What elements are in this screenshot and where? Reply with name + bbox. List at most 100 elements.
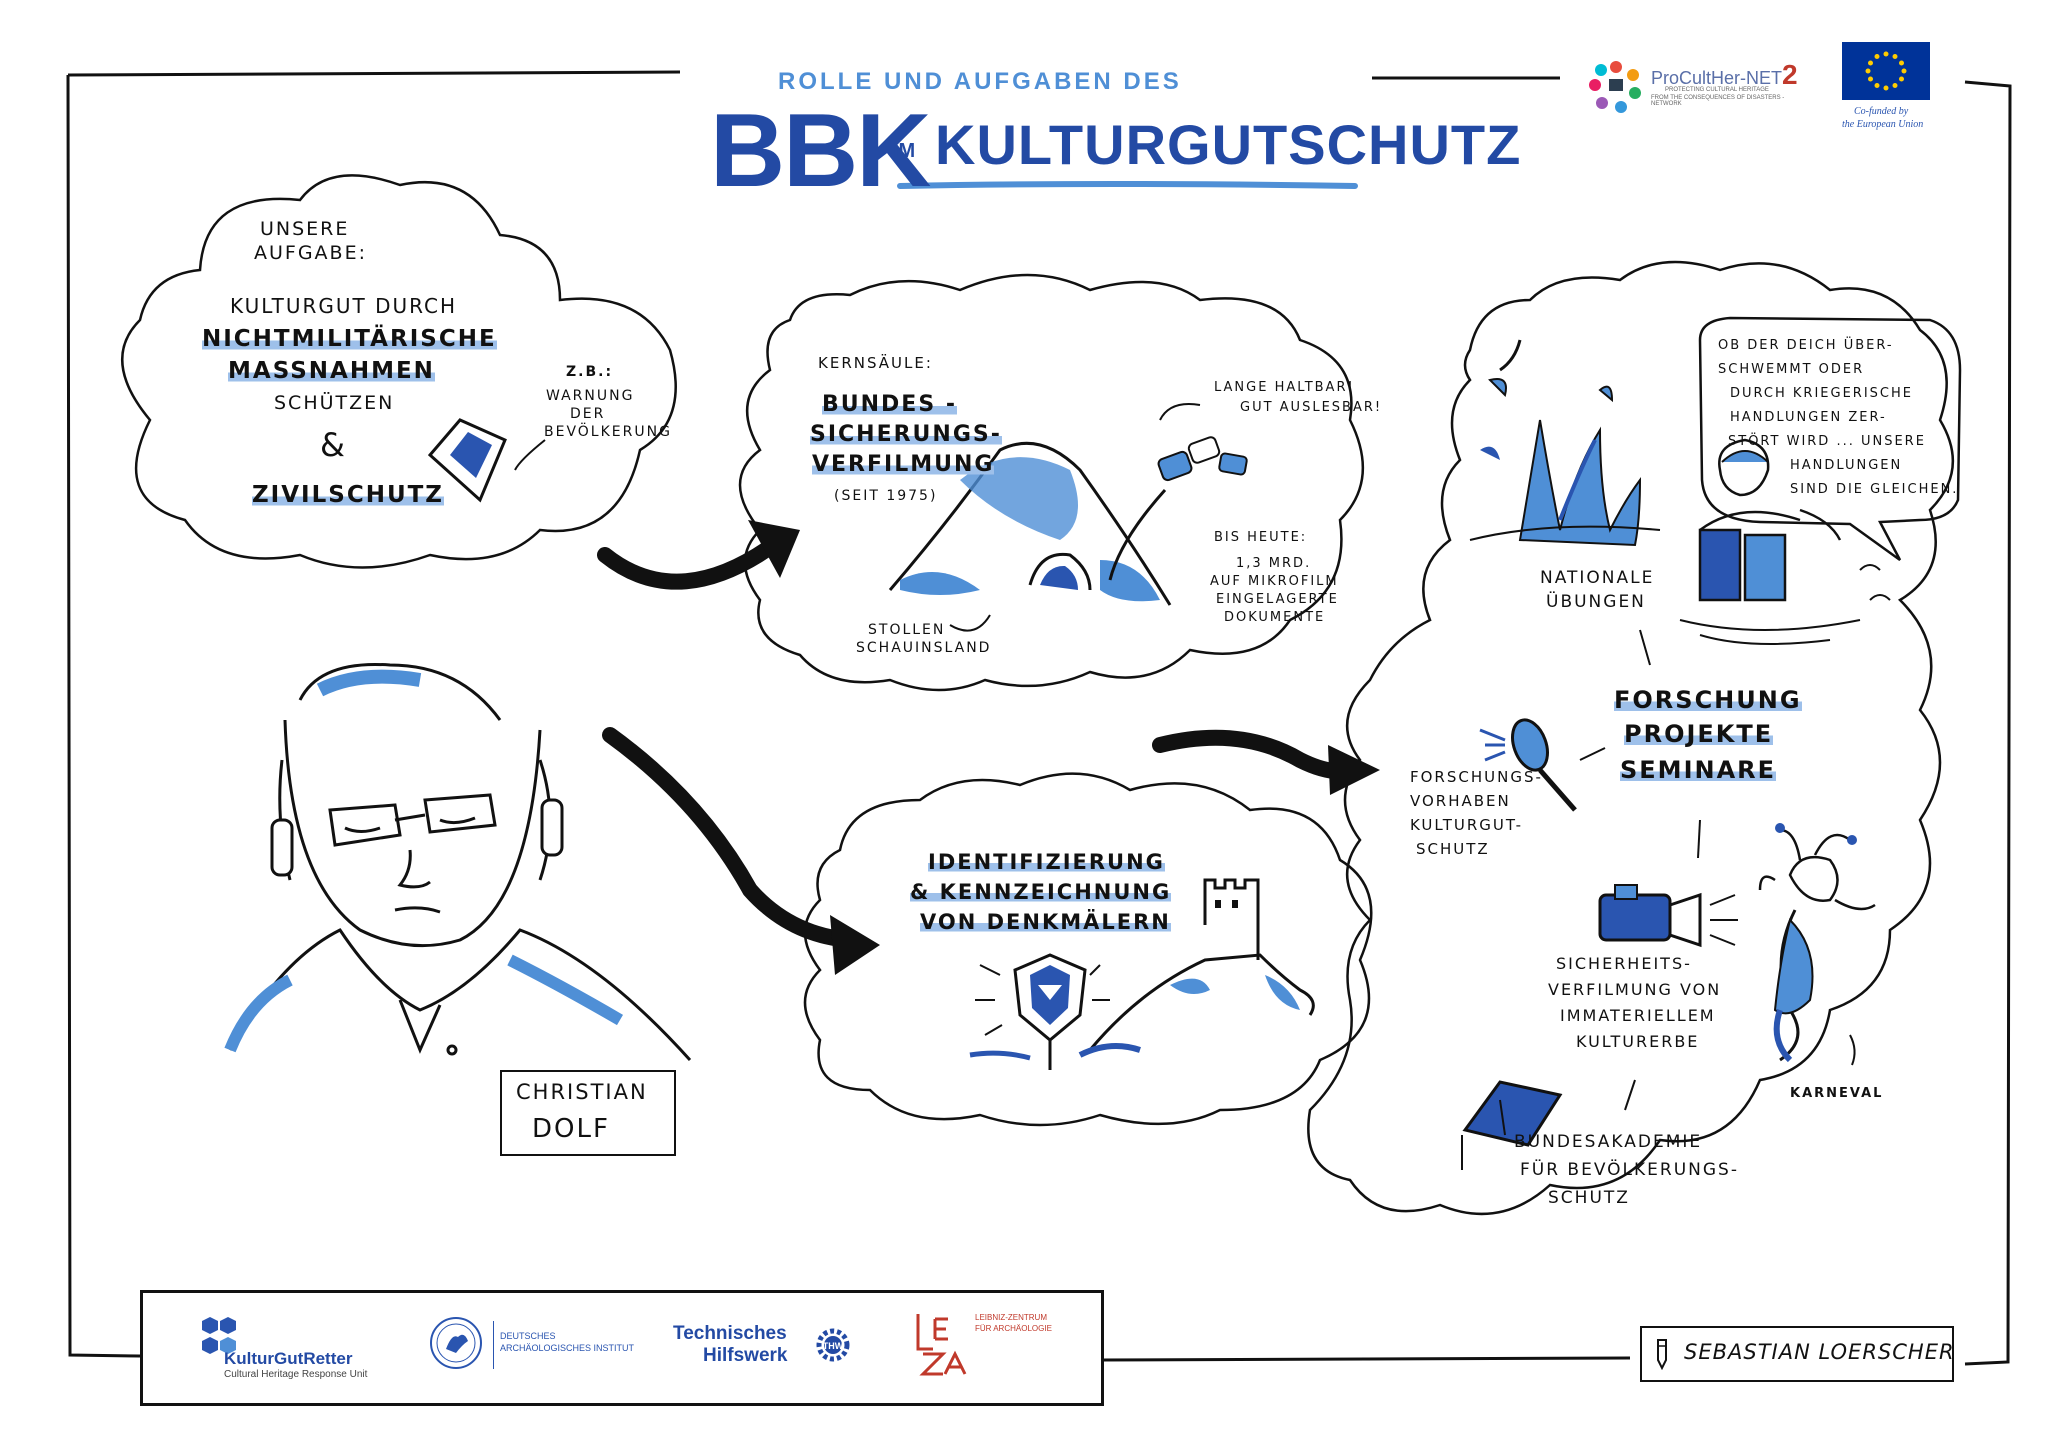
- aufgabe-line-massnahmen: MASSNAHMEN: [228, 358, 435, 384]
- dai-line-2: ARCHÄOLOGISCHES INSTITUT: [500, 1343, 635, 1353]
- connector-lines: [1624, 629, 1856, 1111]
- leiza-line-2: FÜR ARCHÄOLOGIE: [975, 1324, 1052, 1333]
- procultheer-sub1: PROTECTING CULTURAL HERITAGE: [1665, 87, 1769, 93]
- note-gut-auslesbar: GUT AUSLESBAR!: [1240, 400, 1383, 415]
- cloud-aufgabe: [121, 174, 677, 569]
- bundesakademie-1: BUNDESAKADEMIE: [1514, 1132, 1703, 1152]
- quote-line-4: HANDLUNGEN ZER-: [1730, 410, 1887, 425]
- bis-heute-2: 1,3 MRD.: [1236, 556, 1312, 571]
- verfilmung-line-2: SICHERUNGS-: [810, 422, 1002, 447]
- stollen-label-1: STOLLEN: [868, 622, 946, 638]
- bis-heute-4: EINGELAGERTE: [1216, 592, 1339, 607]
- denkmal-line-3: VON DENKMÄLERN: [920, 910, 1171, 934]
- title-kulturgutschutz: KULTURGUTSCHUTZ: [935, 113, 1522, 176]
- bis-heute-3: AUF MIKROFILM: [1210, 574, 1339, 589]
- partner-logo-strip: KulturGutRetter Cultural Heritage Respon…: [140, 1290, 1104, 1406]
- eu-text-1: Co-funded by: [1854, 106, 1909, 117]
- verfilmung-since: (SEIT 1975): [834, 488, 938, 504]
- aufgabe-text: UNSERE AUFGABE:: [250, 218, 367, 266]
- castle-ruin-sketch: [1078, 878, 1315, 1058]
- title-underline: [897, 181, 1358, 189]
- forschungsvorhaben-2: VORHABEN: [1410, 792, 1511, 810]
- arrow-to-forschung: [1152, 729, 1380, 795]
- kulturgutretter-logo: KulturGutRetter Cultural Heritage Respon…: [198, 1315, 388, 1385]
- kulturgutretter-hex-icon: [202, 1317, 236, 1354]
- arrow-to-verfilmung: [597, 520, 800, 590]
- microfilm-sketch: [1108, 403, 1248, 581]
- procultheer-logo-icon: [1589, 61, 1641, 113]
- zb-warnung: WARNUNG: [546, 388, 635, 404]
- kernsaeule-label: KERNSÄULE:: [818, 354, 933, 372]
- procultheer-number: 2: [1782, 59, 1798, 90]
- stollen-label-2: SCHAUINSLAND: [856, 640, 992, 656]
- blue-shield-sketch: [969, 953, 1110, 1070]
- bis-heute-1: BIS HEUTE:: [1214, 530, 1308, 545]
- denkmal-line-2: & KENNZEICHNUNG: [910, 880, 1172, 904]
- eu-text-2: the European Union: [1842, 119, 1924, 130]
- nationale-uebungen-2: ÜBUNGEN: [1546, 592, 1646, 612]
- arrow-to-denkmaeler: [602, 727, 880, 975]
- note-lange-haltbar: LANGE HALTBAR!: [1214, 380, 1355, 395]
- magnifier-sketch: [1479, 718, 1606, 812]
- svg-text:THW: THW: [823, 1341, 844, 1351]
- pen-icon: [1657, 1339, 1667, 1370]
- zb-der: DER: [570, 406, 606, 422]
- zb-label: Z.B.:: [566, 364, 614, 380]
- verfilmung-line-3: VERFILMUNG: [812, 452, 995, 477]
- aufgabe-line-schuetzen: SCHÜTZEN: [274, 392, 395, 414]
- speaker-first-name: CHRISTIAN: [516, 1080, 648, 1104]
- camera-sketch: [1598, 884, 1738, 948]
- dai-logo: DEUTSCHES ARCHÄOLOGISCHES INSTITUT: [428, 1315, 638, 1385]
- quote-line-7: SIND DIE GLEICHEN.: [1790, 482, 1959, 497]
- forschungsvorhaben-1: FORSCHUNGS-: [1410, 768, 1543, 786]
- nationale-uebungen-1: NATIONALE: [1540, 568, 1655, 588]
- leiza-line-1: LEIBNIZ-ZENTRUM: [975, 1313, 1047, 1322]
- leiza-logo: LEIBNIZ-ZENTRUM FÜR ARCHÄOLOGIE: [913, 1309, 1073, 1389]
- bundesakademie-3: SCHUTZ: [1548, 1188, 1630, 1208]
- zb-bevoelkerung: BEVÖLKERUNG: [544, 424, 672, 440]
- cloud-verfilmung: [738, 273, 1365, 692]
- sicherheitsverfilmung-1: SICHERHEITS-: [1556, 954, 1692, 973]
- eu-flag-icon: [1842, 42, 1930, 100]
- title-subtitle: ROLLE UND AUFGABEN DES: [778, 68, 1182, 95]
- cloud-uebungen-forschung: [1307, 260, 1955, 1216]
- aufgabe-line-zivilschutz: ZIVILSCHUTZ: [252, 482, 444, 508]
- outer-frame: [66, 70, 2012, 1366]
- karneval-label: KARNEVAL: [1790, 1086, 1884, 1101]
- seminare-label: SEMINARE: [1620, 756, 1777, 784]
- carnival-figure-sketch: [1758, 823, 1876, 1063]
- quote-line-3: DURCH KRIEGERISCHE: [1730, 386, 1913, 401]
- procultheer-name: ProCultHer-NET: [1651, 68, 1783, 88]
- kulturgutretter-name: KulturGutRetter: [224, 1349, 353, 1368]
- cloud-denkmaeler: [803, 772, 1373, 1127]
- leiza-mark-icon: [916, 1314, 967, 1376]
- sandbag-worker-sketch: [1679, 438, 1891, 645]
- warning-tablet-sketch: [427, 418, 546, 503]
- title-bbk: BBK: [710, 93, 931, 209]
- thw-gear-icon: THW: [816, 1328, 850, 1362]
- dai-line-1: DEUTSCHES: [500, 1331, 556, 1341]
- artist-signature: SEBASTIAN LOERSCHER: [1684, 1340, 1955, 1364]
- aufgabe-label-2: AUFGABE:: [254, 241, 367, 264]
- projekte-label: PROJEKTE: [1624, 720, 1774, 748]
- aufgabe-line-nichtmilitaerisch: NICHTMILITÄRISCHE: [202, 326, 497, 352]
- forschungsvorhaben-3: KULTURGUT-: [1410, 816, 1524, 834]
- sicherheitsverfilmung-3: IMMATERIELLEM: [1560, 1006, 1716, 1025]
- speaker-last-name: DOLF: [532, 1114, 610, 1144]
- quote-line-2: SCHWEMMT ODER: [1718, 362, 1865, 377]
- aufgabe-line-kulturgut: KULTURGUT DURCH: [230, 294, 458, 318]
- quote-line-6: HANDLUNGEN: [1790, 458, 1903, 473]
- quote-line-1: OB DER DEICH ÜBER-: [1718, 338, 1894, 353]
- title-im: IM: [893, 140, 916, 162]
- bundesakademie-2: FÜR BEVÖLKERUNGS-: [1520, 1160, 1739, 1180]
- sicherheitsverfilmung-4: KULTURERBE: [1576, 1032, 1700, 1051]
- portrait-sketch: [224, 662, 692, 1062]
- quote-line-5: STÖRT WIRD ... UNSERE: [1728, 434, 1926, 449]
- procultheer-logo: ProCultHer-NET2 PROTECTING CULTURAL HERI…: [1585, 55, 1815, 115]
- verfilmung-line-1: BUNDES -: [822, 392, 957, 417]
- graduation-cap-sketch: [1461, 1080, 1563, 1170]
- artist-signature-box: SEBASTIAN LOERSCHER: [1640, 1326, 1954, 1382]
- mountain-stollen-sketch: [888, 441, 1172, 632]
- kulturgutretter-sub: Cultural Heritage Response Unit: [224, 1369, 368, 1380]
